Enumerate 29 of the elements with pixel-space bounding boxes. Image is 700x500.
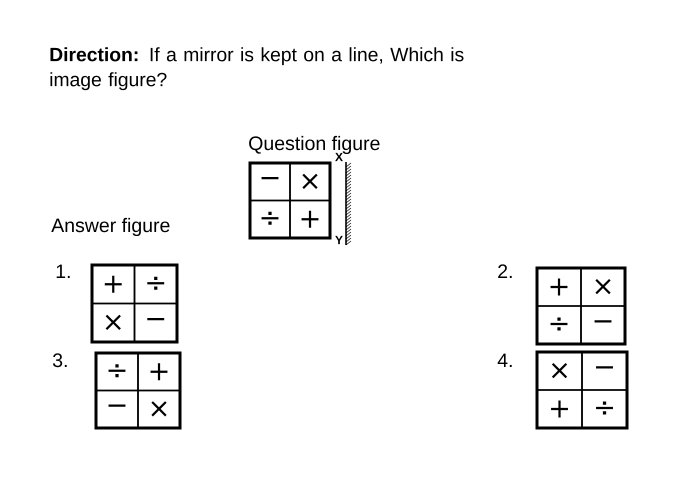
grid-cell: ÷ [536, 305, 582, 345]
end-label: X [335, 152, 343, 162]
grid-cell: ÷ [95, 352, 139, 392]
grid-cell: − [580, 305, 626, 345]
grid-cell: + [536, 389, 583, 429]
section-label: Answer figure [51, 218, 170, 236]
end-label: Y [335, 236, 343, 244]
grid-cell: + [536, 267, 582, 307]
grid-cell: × [137, 390, 181, 429]
grid-cell: × [289, 162, 331, 202]
grid-cell: × [580, 267, 626, 307]
grid-cell: + [137, 352, 181, 392]
grid-cell: − [581, 351, 628, 391]
grid-cell: − [95, 390, 139, 429]
grid-cell: + [91, 264, 136, 304]
grid-cell: − [134, 302, 178, 343]
grid-cell: − [249, 162, 291, 202]
title: Direction: If a mirror is kept on a line, Which is image figure? [50, 47, 464, 90]
grid-cell: × [536, 351, 583, 391]
grid-cell: + [289, 200, 331, 239]
grid-cell: × [91, 302, 136, 343]
grid-cell: ÷ [249, 200, 291, 239]
option-number: 1. [56, 264, 70, 278]
grid-cell: ÷ [134, 264, 178, 304]
option-number: 4. [498, 354, 512, 367]
grid-cell: ÷ [581, 389, 628, 429]
option-number: 2. [498, 264, 512, 278]
option-number: 3. [52, 353, 67, 368]
figure-heading: Question figure [249, 136, 380, 154]
